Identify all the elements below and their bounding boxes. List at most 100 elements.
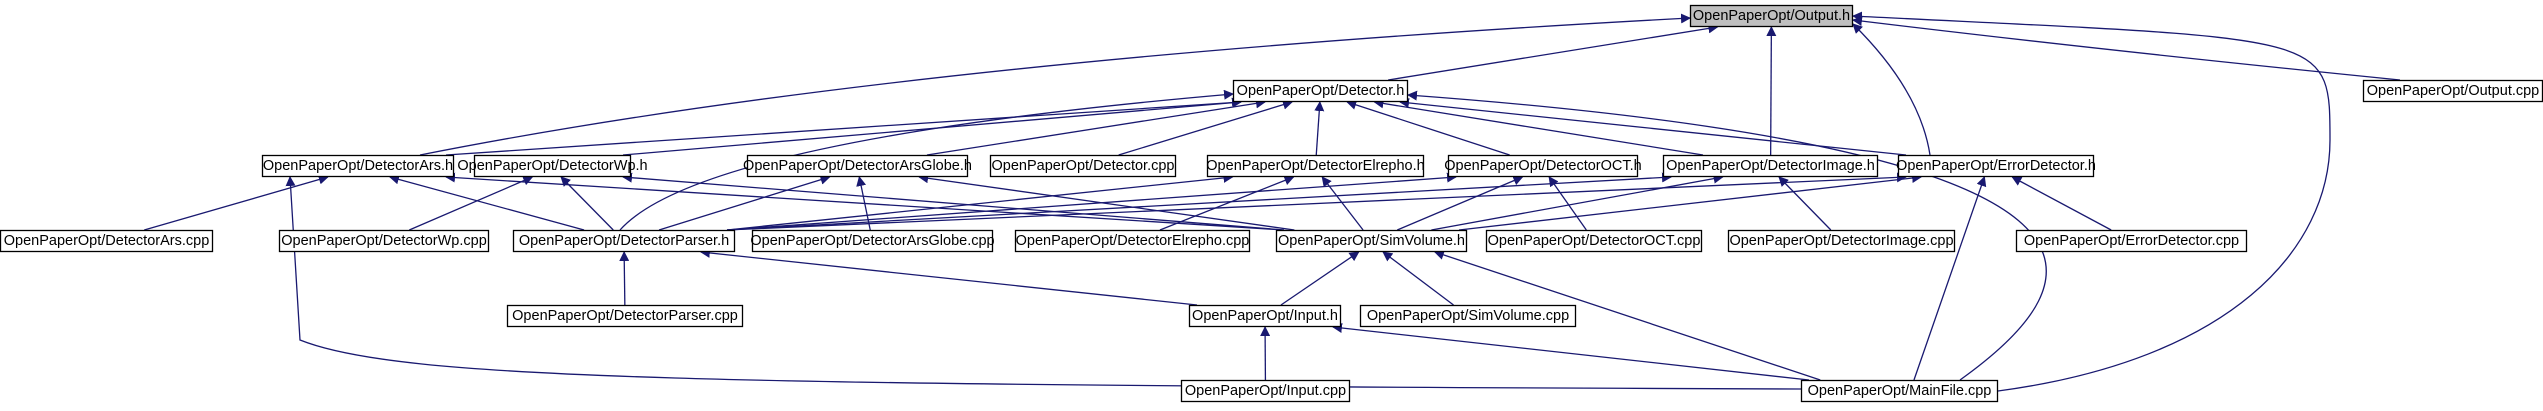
edge-detectorars-h-to-detector-h xyxy=(445,97,1242,156)
node-label: OpenPaperOpt/Input.cpp xyxy=(1185,383,1346,399)
node-box[interactable] xyxy=(1275,229,1468,253)
node-box[interactable] xyxy=(506,304,744,328)
node-detectorarsglobe-h[interactable]: OpenPaperOpt/DetectorArsGlobe.h xyxy=(743,154,972,178)
node-box[interactable] xyxy=(2015,229,2248,253)
node-detectorwp-h[interactable]: OpenPaperOpt/DetectorWp.h xyxy=(457,154,648,178)
node-detectorwp-cpp[interactable]: OpenPaperOpt/DetectorWp.cpp xyxy=(278,229,490,253)
node-box[interactable] xyxy=(751,229,994,253)
node-box[interactable] xyxy=(989,154,1177,178)
edge-simvolume-cpp-to-simvolume-h xyxy=(1382,251,1454,306)
edge-mainfile-cpp-to-detector-h xyxy=(1407,90,2047,381)
node-box[interactable] xyxy=(0,229,214,253)
node-input-cpp[interactable]: OpenPaperOpt/Input.cpp xyxy=(1180,379,1351,403)
edge-detectorparser-h-to-errordetector-h xyxy=(726,172,1907,231)
edge-simvolume-h-to-detectorarsglobe-h xyxy=(918,173,1295,231)
node-label: OpenPaperOpt/DetectorArsGlobe.h xyxy=(743,158,972,174)
edge-detectorars-cpp-to-detectorars-h xyxy=(144,174,329,231)
node-box[interactable] xyxy=(746,154,969,178)
node-label: OpenPaperOpt/Output.cpp xyxy=(2367,83,2540,99)
edge-detector-h-to-output-h xyxy=(1388,23,1719,81)
node-detectorparser-h[interactable]: OpenPaperOpt/DetectorParser.h xyxy=(512,229,736,253)
node-box[interactable] xyxy=(261,154,455,178)
node-detectorelrepho-h[interactable]: OpenPaperOpt/DetectorElrepho.h xyxy=(1206,154,1425,178)
node-label: OpenPaperOpt/DetectorArs.h xyxy=(263,158,453,174)
node-box[interactable] xyxy=(1014,229,1251,253)
node-label: OpenPaperOpt/Input.h xyxy=(1192,308,1338,324)
edge-output-cpp-to-output-h xyxy=(1852,16,2401,81)
node-label: OpenPaperOpt/MainFile.cpp xyxy=(1808,383,1992,399)
node-box[interactable] xyxy=(512,229,736,253)
node-detectorimage-h[interactable]: OpenPaperOpt/DetectorImage.h xyxy=(1662,154,1879,178)
node-label: OpenPaperOpt/DetectorWp.h xyxy=(457,158,647,174)
node-mainfile-cpp[interactable]: OpenPaperOpt/MainFile.cpp xyxy=(1800,379,1999,403)
node-errordetector-cpp[interactable]: OpenPaperOpt/ErrorDetector.cpp xyxy=(2015,229,2248,253)
node-detectorars-h[interactable]: OpenPaperOpt/DetectorArs.h xyxy=(261,154,455,178)
node-detectoroct-h[interactable]: OpenPaperOpt/DetectorOCT.h xyxy=(1444,154,1642,178)
edge-errordetector-cpp-to-errordetector-h xyxy=(2011,176,2112,231)
node-detectorelrepho-cpp[interactable]: OpenPaperOpt/DetectorElrepho.cpp xyxy=(1014,229,1251,253)
edge-simvolume-h-to-detectoroct-h xyxy=(1396,175,1524,231)
node-detectorimage-cpp[interactable]: OpenPaperOpt/DetectorImage.cpp xyxy=(1727,229,1956,253)
edge-detectorimage-h-to-detector-h xyxy=(1373,98,1704,156)
edge-detectorwp-cpp-to-detectorwp-h xyxy=(409,175,534,231)
edge-detectorparser-h-to-detectoroct-h xyxy=(726,172,1457,231)
node-detectoroct-cpp[interactable]: OpenPaperOpt/DetectorOCT.cpp xyxy=(1485,229,1703,253)
edge-mainfile-cpp-to-errordetector-h xyxy=(1913,176,1987,381)
node-label: OpenPaperOpt/DetectorArsGlobe.cpp xyxy=(750,233,994,249)
node-detectorars-cpp[interactable]: OpenPaperOpt/DetectorArs.cpp xyxy=(0,229,214,253)
node-box[interactable] xyxy=(1232,79,1409,103)
edge-detectorparser-h-to-detector-h xyxy=(619,89,1234,231)
edge-detectorparser-h-to-detectorimage-h xyxy=(726,172,1672,231)
edge-input-h-to-simvolume-h xyxy=(1280,251,1360,306)
node-detectorparser-cpp[interactable]: OpenPaperOpt/DetectorParser.cpp xyxy=(506,304,744,328)
node-label: OpenPaperOpt/DetectorImage.cpp xyxy=(1729,233,1953,249)
edge-detectorparser-h-to-detectorwp-h xyxy=(560,176,614,231)
node-errordetector-h[interactable]: OpenPaperOpt/ErrorDetector.h xyxy=(1896,154,2096,178)
node-label: OpenPaperOpt/DetectorOCT.h xyxy=(1444,158,1641,174)
node-detector-cpp[interactable]: OpenPaperOpt/Detector.cpp xyxy=(989,154,1177,178)
node-output-cpp[interactable]: OpenPaperOpt/Output.cpp xyxy=(2362,79,2543,103)
node-label: OpenPaperOpt/DetectorElrepho.cpp xyxy=(1016,233,1250,249)
node-box[interactable] xyxy=(1188,304,1342,328)
edge-detectorelrepho-cpp-to-detectorelrepho-h xyxy=(1159,175,1295,231)
node-label: OpenPaperOpt/DetectorParser.cpp xyxy=(512,308,738,324)
node-label: OpenPaperOpt/Detector.h xyxy=(1237,83,1405,99)
edge-mainfile-cpp-to-detectorars-h xyxy=(285,176,1802,390)
node-box[interactable] xyxy=(1359,304,1577,328)
node-label: OpenPaperOpt/SimVolume.cpp xyxy=(1367,308,1569,324)
edge-detectorars-h-to-output-h xyxy=(419,13,1691,156)
edge-simvolume-h-to-detectorimage-h xyxy=(1431,173,1724,231)
node-input-h[interactable]: OpenPaperOpt/Input.h xyxy=(1188,304,1342,328)
node-box[interactable] xyxy=(1447,154,1639,178)
node-label: OpenPaperOpt/DetectorElrepho.h xyxy=(1206,158,1424,174)
node-box[interactable] xyxy=(278,229,490,253)
edge-detectoroct-h-to-detector-h xyxy=(1346,100,1510,156)
node-output-h[interactable]: OpenPaperOpt/Output.h xyxy=(1689,4,1854,28)
node-box[interactable] xyxy=(1206,154,1425,178)
node-label: OpenPaperOpt/SimVolume.h xyxy=(1278,233,1465,249)
edge-detectorarsglobe-cpp-to-detectorarsglobe-h xyxy=(856,176,871,231)
node-box[interactable] xyxy=(473,154,632,178)
node-simvolume-h[interactable]: OpenPaperOpt/SimVolume.h xyxy=(1275,229,1468,253)
node-box[interactable] xyxy=(1689,4,1854,28)
node-simvolume-cpp[interactable]: OpenPaperOpt/SimVolume.cpp xyxy=(1359,304,1577,328)
node-box[interactable] xyxy=(1727,229,1956,253)
node-label: OpenPaperOpt/ErrorDetector.cpp xyxy=(2024,233,2239,249)
nodes-layer: OpenPaperOpt/Output.hOpenPaperOpt/Detect… xyxy=(0,4,2543,403)
node-detector-h[interactable]: OpenPaperOpt/Detector.h xyxy=(1232,79,1409,103)
node-box[interactable] xyxy=(1897,154,2095,178)
node-box[interactable] xyxy=(1800,379,1999,403)
node-box[interactable] xyxy=(1180,379,1351,403)
edge-detectorparser-h-to-detectorarsglobe-h xyxy=(658,174,831,231)
node-label: OpenPaperOpt/DetectorImage.h xyxy=(1666,158,1875,174)
node-detectorarsglobe-cpp[interactable]: OpenPaperOpt/DetectorArsGlobe.cpp xyxy=(750,229,995,253)
node-label: OpenPaperOpt/Output.h xyxy=(1693,8,1850,24)
node-box[interactable] xyxy=(1662,154,1879,178)
edge-input-h-to-detectorparser-h xyxy=(699,247,1198,306)
node-box[interactable] xyxy=(1485,229,1703,253)
node-label: OpenPaperOpt/ErrorDetector.h xyxy=(1896,158,2096,174)
edge-detectorimage-h-to-output-h xyxy=(1766,26,1777,156)
edges-layer xyxy=(144,11,2401,392)
node-label: OpenPaperOpt/DetectorParser.h xyxy=(519,233,729,249)
